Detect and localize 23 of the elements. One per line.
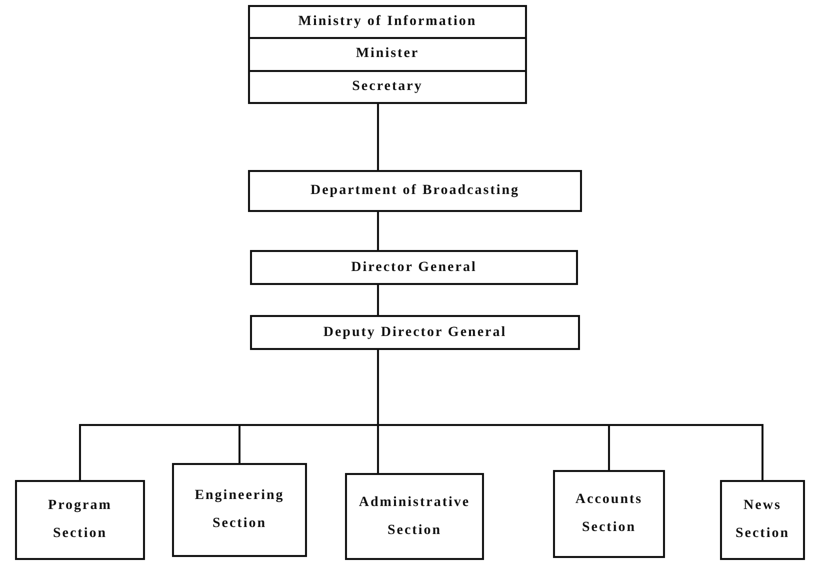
connector-line [377, 212, 379, 250]
unit-label: Secretary [352, 78, 423, 95]
org-unit-box [553, 470, 665, 558]
unit-label: Program Section [48, 498, 112, 541]
org-unit-box [250, 250, 578, 285]
connector-line [377, 285, 379, 315]
org-unit-box [248, 170, 582, 212]
unit-label: Director General [351, 260, 477, 274]
org-unit-box [345, 473, 484, 560]
unit-label: Deputy Director General [323, 324, 507, 340]
unit-label: Accounts Section [575, 492, 643, 535]
unit-label: Engineering Section [194, 488, 284, 531]
org-unit-box [720, 480, 805, 560]
org-box [248, 5, 527, 104]
unit-label: Minister [356, 46, 420, 62]
unit-label: Department of Broadcasting [310, 183, 520, 198]
unit-label: Administrative Section [358, 494, 470, 538]
org-unit-box [172, 463, 307, 557]
unit-label: Ministry of Information [298, 14, 477, 30]
unit-label: News Section [735, 498, 790, 541]
connector-line [377, 104, 379, 170]
org-unit-box [250, 315, 580, 350]
org-unit-box [15, 480, 145, 560]
